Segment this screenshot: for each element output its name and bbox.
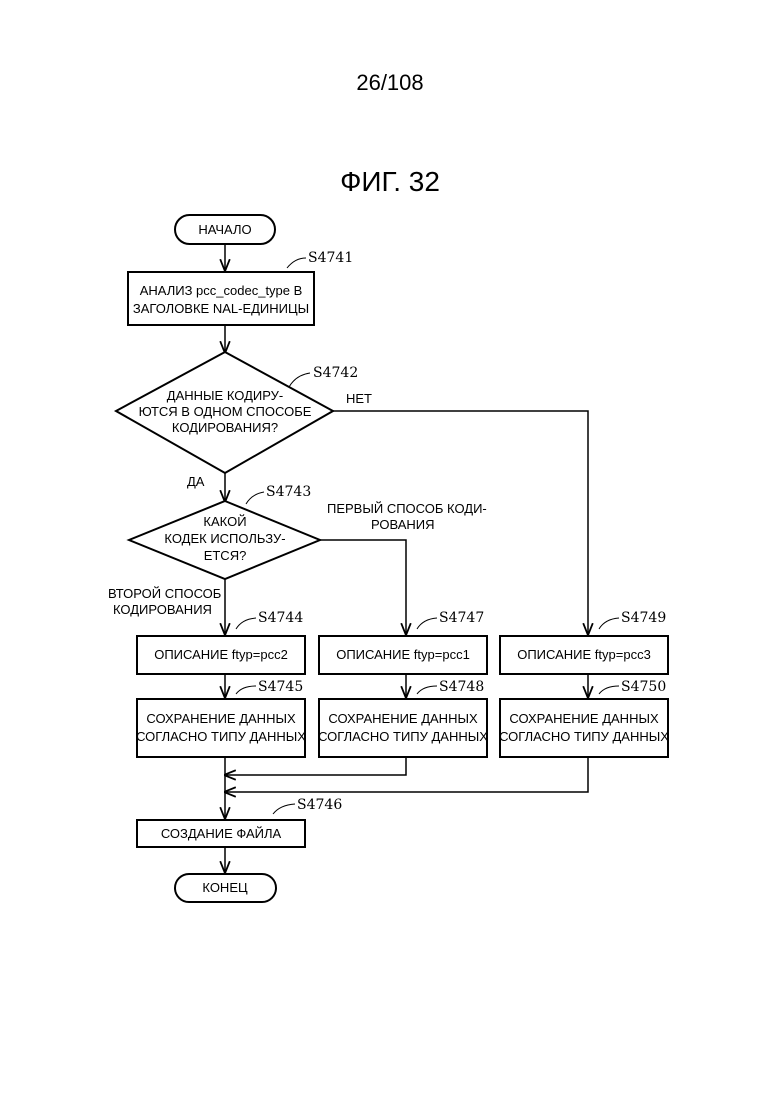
decision-s4742: ДАННЫЕ КОДИРУ- ЮТСЯ В ОДНОМ СПОСОБЕ КОДИ… [116, 352, 333, 473]
process-s4748: СОХРАНЕНИЕ ДАННЫХ СОГЛАСНО ТИПУ ДАННЫХ [318, 699, 488, 757]
step-label-s4745: S4745 [258, 679, 303, 695]
process-s4745: СОХРАНЕНИЕ ДАННЫХ СОГЛАСНО ТИПУ ДАННЫХ [136, 699, 306, 757]
process-s4744: ОПИСАНИЕ ftyp=pcc2 [137, 636, 305, 674]
step-label-s4747: S4747 [439, 610, 484, 626]
s4742-text-line1: ДАННЫЕ КОДИРУ- [167, 388, 283, 403]
start-terminal: НАЧАЛО [175, 215, 275, 244]
step-label-s4749: S4749 [621, 610, 666, 626]
leader-s4742 [289, 373, 310, 387]
s4750-text-line2: СОГЛАСНО ТИПУ ДАННЫХ [499, 729, 669, 744]
leader-s4741 [287, 258, 306, 268]
s4743-text-line1: КАКОЙ [203, 514, 246, 529]
process-s4750: СОХРАНЕНИЕ ДАННЫХ СОГЛАСНО ТИПУ ДАННЫХ [499, 699, 669, 757]
leader-s4748 [417, 686, 437, 694]
s4746-text: СОЗДАНИЕ ФАЙЛА [161, 826, 282, 841]
step-label-s4743: S4743 [266, 484, 311, 500]
s4748-text-line2: СОГЛАСНО ТИПУ ДАННЫХ [318, 729, 488, 744]
s4744-text: ОПИСАНИЕ ftyp=pcc2 [154, 647, 288, 662]
leader-s4749 [599, 618, 619, 629]
leader-s4744 [236, 618, 256, 629]
connectors [225, 244, 588, 872]
step-label-s4744: S4744 [258, 610, 303, 626]
s4747-text: ОПИСАНИЕ ftyp=pcc1 [336, 647, 470, 662]
step-label-s4750: S4750 [621, 679, 666, 695]
s4743-text-line2: КОДЕК ИСПОЛЬЗУ- [164, 531, 285, 546]
edge-label-first-line1: ПЕРВЫЙ СПОСОБ КОДИ- [327, 501, 487, 516]
leader-s4750 [599, 686, 619, 694]
s4741-text-line1: АНАЛИЗ pcc_codec_type В [140, 283, 303, 298]
leader-s4747 [417, 618, 437, 629]
start-label: НАЧАЛО [198, 222, 251, 237]
s4749-text: ОПИСАНИЕ ftyp=pcc3 [517, 647, 651, 662]
s4745-text-line2: СОГЛАСНО ТИПУ ДАННЫХ [136, 729, 306, 744]
edge-label-yes: ДА [187, 474, 205, 489]
step-label-s4748: S4748 [439, 679, 484, 695]
s4742-text-line3: КОДИРОВАНИЯ? [172, 420, 278, 435]
process-s4741: АНАЛИЗ pcc_codec_type В ЗАГОЛОВКЕ NAL-ЕД… [128, 272, 314, 325]
edge-label-second-line1: ВТОРОЙ СПОСОБ [108, 586, 221, 601]
leader-s4743 [246, 492, 264, 504]
process-s4746: СОЗДАНИЕ ФАЙЛА [137, 820, 305, 847]
leader-s4746 [273, 804, 295, 814]
leader-s4745 [236, 686, 256, 694]
decision-s4743: КАКОЙ КОДЕК ИСПОЛЬЗУ- ЕТСЯ? [129, 501, 320, 579]
end-terminal: КОНЕЦ [175, 874, 276, 902]
s4748-text-line1: СОХРАНЕНИЕ ДАННЫХ [328, 711, 478, 726]
s4741-text-line2: ЗАГОЛОВКЕ NAL-ЕДИНИЦЫ [133, 301, 309, 316]
edge-label-first-line2: РОВАНИЯ [371, 517, 435, 532]
arrow-s4748-merge [225, 757, 406, 775]
arrow-first-to-s4747 [320, 540, 406, 634]
s4745-text-line1: СОХРАНЕНИЕ ДАННЫХ [146, 711, 296, 726]
s4750-text-line1: СОХРАНЕНИЕ ДАННЫХ [509, 711, 659, 726]
process-s4747: ОПИСАНИЕ ftyp=pcc1 [319, 636, 487, 674]
step-label-s4746: S4746 [297, 797, 342, 813]
process-s4749: ОПИСАНИЕ ftyp=pcc3 [500, 636, 668, 674]
step-label-s4742: S4742 [313, 365, 358, 381]
s4742-text-line2: ЮТСЯ В ОДНОМ СПОСОБЕ [139, 404, 312, 419]
edge-label-no: НЕТ [346, 391, 372, 406]
s4743-text-line3: ЕТСЯ? [204, 548, 247, 563]
edge-label-second-line2: КОДИРОВАНИЯ [113, 602, 212, 617]
end-label: КОНЕЦ [202, 880, 248, 895]
step-label-s4741: S4741 [308, 250, 353, 266]
